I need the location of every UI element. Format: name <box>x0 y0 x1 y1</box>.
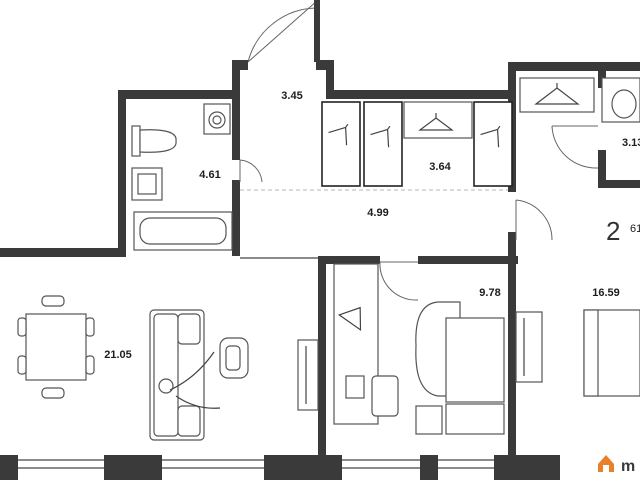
dining-table <box>17 295 95 399</box>
hall-door-right <box>515 199 553 241</box>
bathroom-fixtures <box>131 103 263 251</box>
room-count-sub: 61 <box>630 223 640 235</box>
bedroom-door <box>379 261 419 301</box>
watermark: m <box>598 455 635 475</box>
tv-unit-bedroom <box>515 311 543 383</box>
bedroom-wardrobe <box>333 263 379 425</box>
sofa <box>149 309 221 441</box>
wc-fixtures <box>519 77 640 169</box>
armchair-living <box>219 337 249 379</box>
area-entry: 3.45 <box>281 90 302 102</box>
area-bedroom2: 16.59 <box>592 287 620 299</box>
watermark-text: m <box>621 458 635 475</box>
desk-chair <box>371 375 399 417</box>
area-bathroom: 4.61 <box>199 169 220 181</box>
windows <box>18 459 494 469</box>
area-bedroom: 9.78 <box>479 287 500 299</box>
area-hall: 4.99 <box>367 207 388 219</box>
bed <box>583 309 640 397</box>
tv-unit-living <box>297 339 319 411</box>
house-icon <box>598 455 614 472</box>
wardrobe-closets <box>321 101 513 187</box>
entry-door <box>247 0 320 63</box>
area-living: 21.05 <box>104 349 132 361</box>
bedroom-armchair <box>415 301 505 435</box>
room-count: 2 <box>606 216 620 246</box>
area-wardrobe: 3.64 <box>429 161 451 173</box>
area-wc: 3.13 <box>622 137 640 149</box>
walls <box>0 60 640 480</box>
